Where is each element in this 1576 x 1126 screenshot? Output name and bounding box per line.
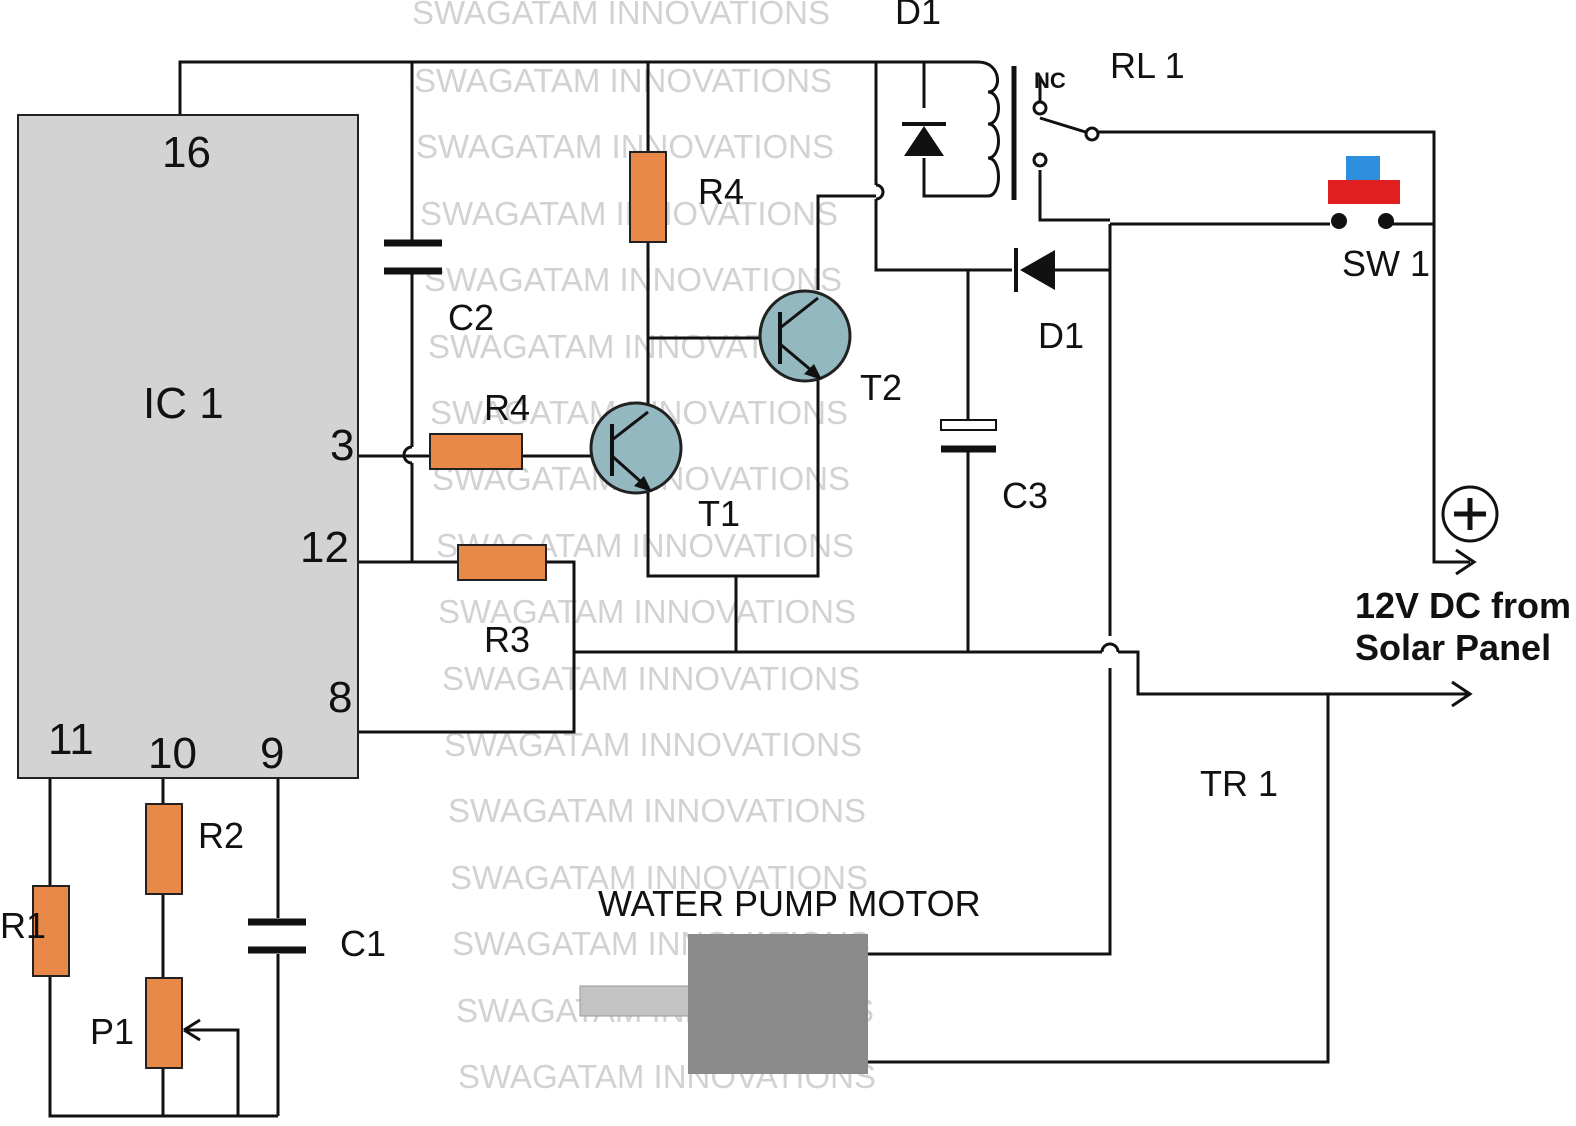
label-c1: C1 (340, 923, 386, 964)
motor-shaft (579, 985, 691, 1017)
t1-collector-lead (611, 410, 649, 442)
ic1-title: IC 1 (143, 379, 224, 428)
switch-sw1-terminal (1331, 213, 1347, 229)
watermark-text: SWAGATAM INNOVATIONS (448, 792, 866, 829)
ic1: IC 1 16 3 12 8 11 10 9 (17, 114, 359, 779)
arrow-right-icon (1455, 548, 1477, 576)
resistors (32, 151, 667, 1069)
diode-triangle-icon (904, 126, 944, 156)
ic1-pin-12: 12 (300, 523, 349, 572)
wires (48, 60, 1470, 1118)
resistor-r3 (457, 544, 547, 581)
t1-emitter-arrow-icon (634, 476, 652, 492)
transistor-t1-body (589, 401, 683, 495)
resistor-r4-top (629, 151, 667, 243)
watermark-text: SWAGATAM INNOVATIONS (416, 128, 834, 165)
t2-emitter-arrow-icon (804, 364, 822, 380)
t2-collector-lead (779, 296, 819, 330)
label-r4-top: R4 (698, 171, 744, 212)
potentiometer-p1 (145, 977, 183, 1069)
p1-wiper-arrow-icon (183, 1018, 201, 1042)
relay-contact-nc (1032, 100, 1048, 116)
relay-rl1 (977, 60, 1100, 200)
label-d1-top: D1 (895, 0, 941, 32)
ic1-pin-10: 10 (148, 729, 197, 778)
transistor-t1 (589, 401, 683, 495)
resistor-r1 (32, 885, 70, 977)
label-r3: R3 (484, 619, 530, 660)
ic1-pin-11: 11 (48, 715, 94, 764)
label-p1: P1 (90, 1011, 134, 1052)
diode-relay-freewheel (902, 122, 946, 156)
motor-body (688, 934, 868, 1074)
diode-d1-mid (1014, 248, 1055, 292)
label-c3: C3 (1002, 475, 1048, 516)
label-r1: R1 (0, 905, 46, 946)
watermark-text: SWAGATAM INNOVATIONS (414, 62, 832, 99)
label-r2: R2 (198, 815, 244, 856)
label-solar-line2: Solar Panel (1355, 627, 1551, 668)
label-t1: T1 (698, 493, 740, 534)
supply-terminals (1441, 485, 1499, 708)
ic1-pin-9: 9 (260, 729, 284, 778)
watermark-text: SWAGATAM INNOVATIONS (442, 660, 860, 697)
transistor-t2-body (758, 289, 852, 383)
label-motor: WATER PUMP MOTOR (598, 883, 981, 924)
watermark-text: SWAGATAM INNOVATIONS (412, 0, 830, 31)
watermark-text: SWAGATAM INNOVATIONS (450, 859, 868, 896)
switch-sw1-cap (1346, 156, 1380, 180)
water-pump-motor (579, 934, 868, 1074)
relay-contact-no (1032, 152, 1048, 168)
label-relay-nc: NC (1034, 68, 1066, 93)
ic1-pin-8: 8 (328, 673, 352, 722)
relay-contact-common (1084, 126, 1100, 142)
switch-sw1-terminal (1378, 213, 1394, 229)
ic1-pin-16: 16 (162, 128, 211, 177)
resistor-r2 (145, 803, 183, 895)
ic1-pin-3: 3 (330, 421, 354, 470)
capacitor-c3-plate-positive (940, 419, 997, 431)
capacitors (248, 239, 997, 954)
transistor-t2 (758, 289, 852, 383)
label-solar-line1: 12V DC from (1355, 585, 1571, 626)
watermark-text: SWAGATAM INNOVATIONS (424, 261, 842, 298)
label-t2: T2 (860, 367, 902, 408)
label-sw1: SW 1 (1342, 243, 1430, 284)
label-r4-mid: R4 (484, 387, 530, 428)
label-tr1: TR 1 (1200, 763, 1278, 804)
resistor-r4-base (429, 433, 523, 470)
ic1-body (17, 114, 359, 779)
diode-triangle-icon (1020, 250, 1055, 290)
component-labels: D1 RL 1 NC R4 C2 R4 T2 T1 R3 D1 C3 SW 1 … (0, 0, 1571, 1052)
label-d1-mid: D1 (1038, 315, 1084, 356)
label-relay: RL 1 (1110, 45, 1185, 86)
watermark-text: SWAGATAM INNOVATIONS (438, 593, 856, 630)
arrow-right-icon (1451, 680, 1473, 708)
switch-sw1-body (1328, 180, 1400, 204)
switch-sw1 (1328, 156, 1400, 229)
label-c2: C2 (448, 297, 494, 338)
relay-coil-icon (977, 60, 1000, 198)
